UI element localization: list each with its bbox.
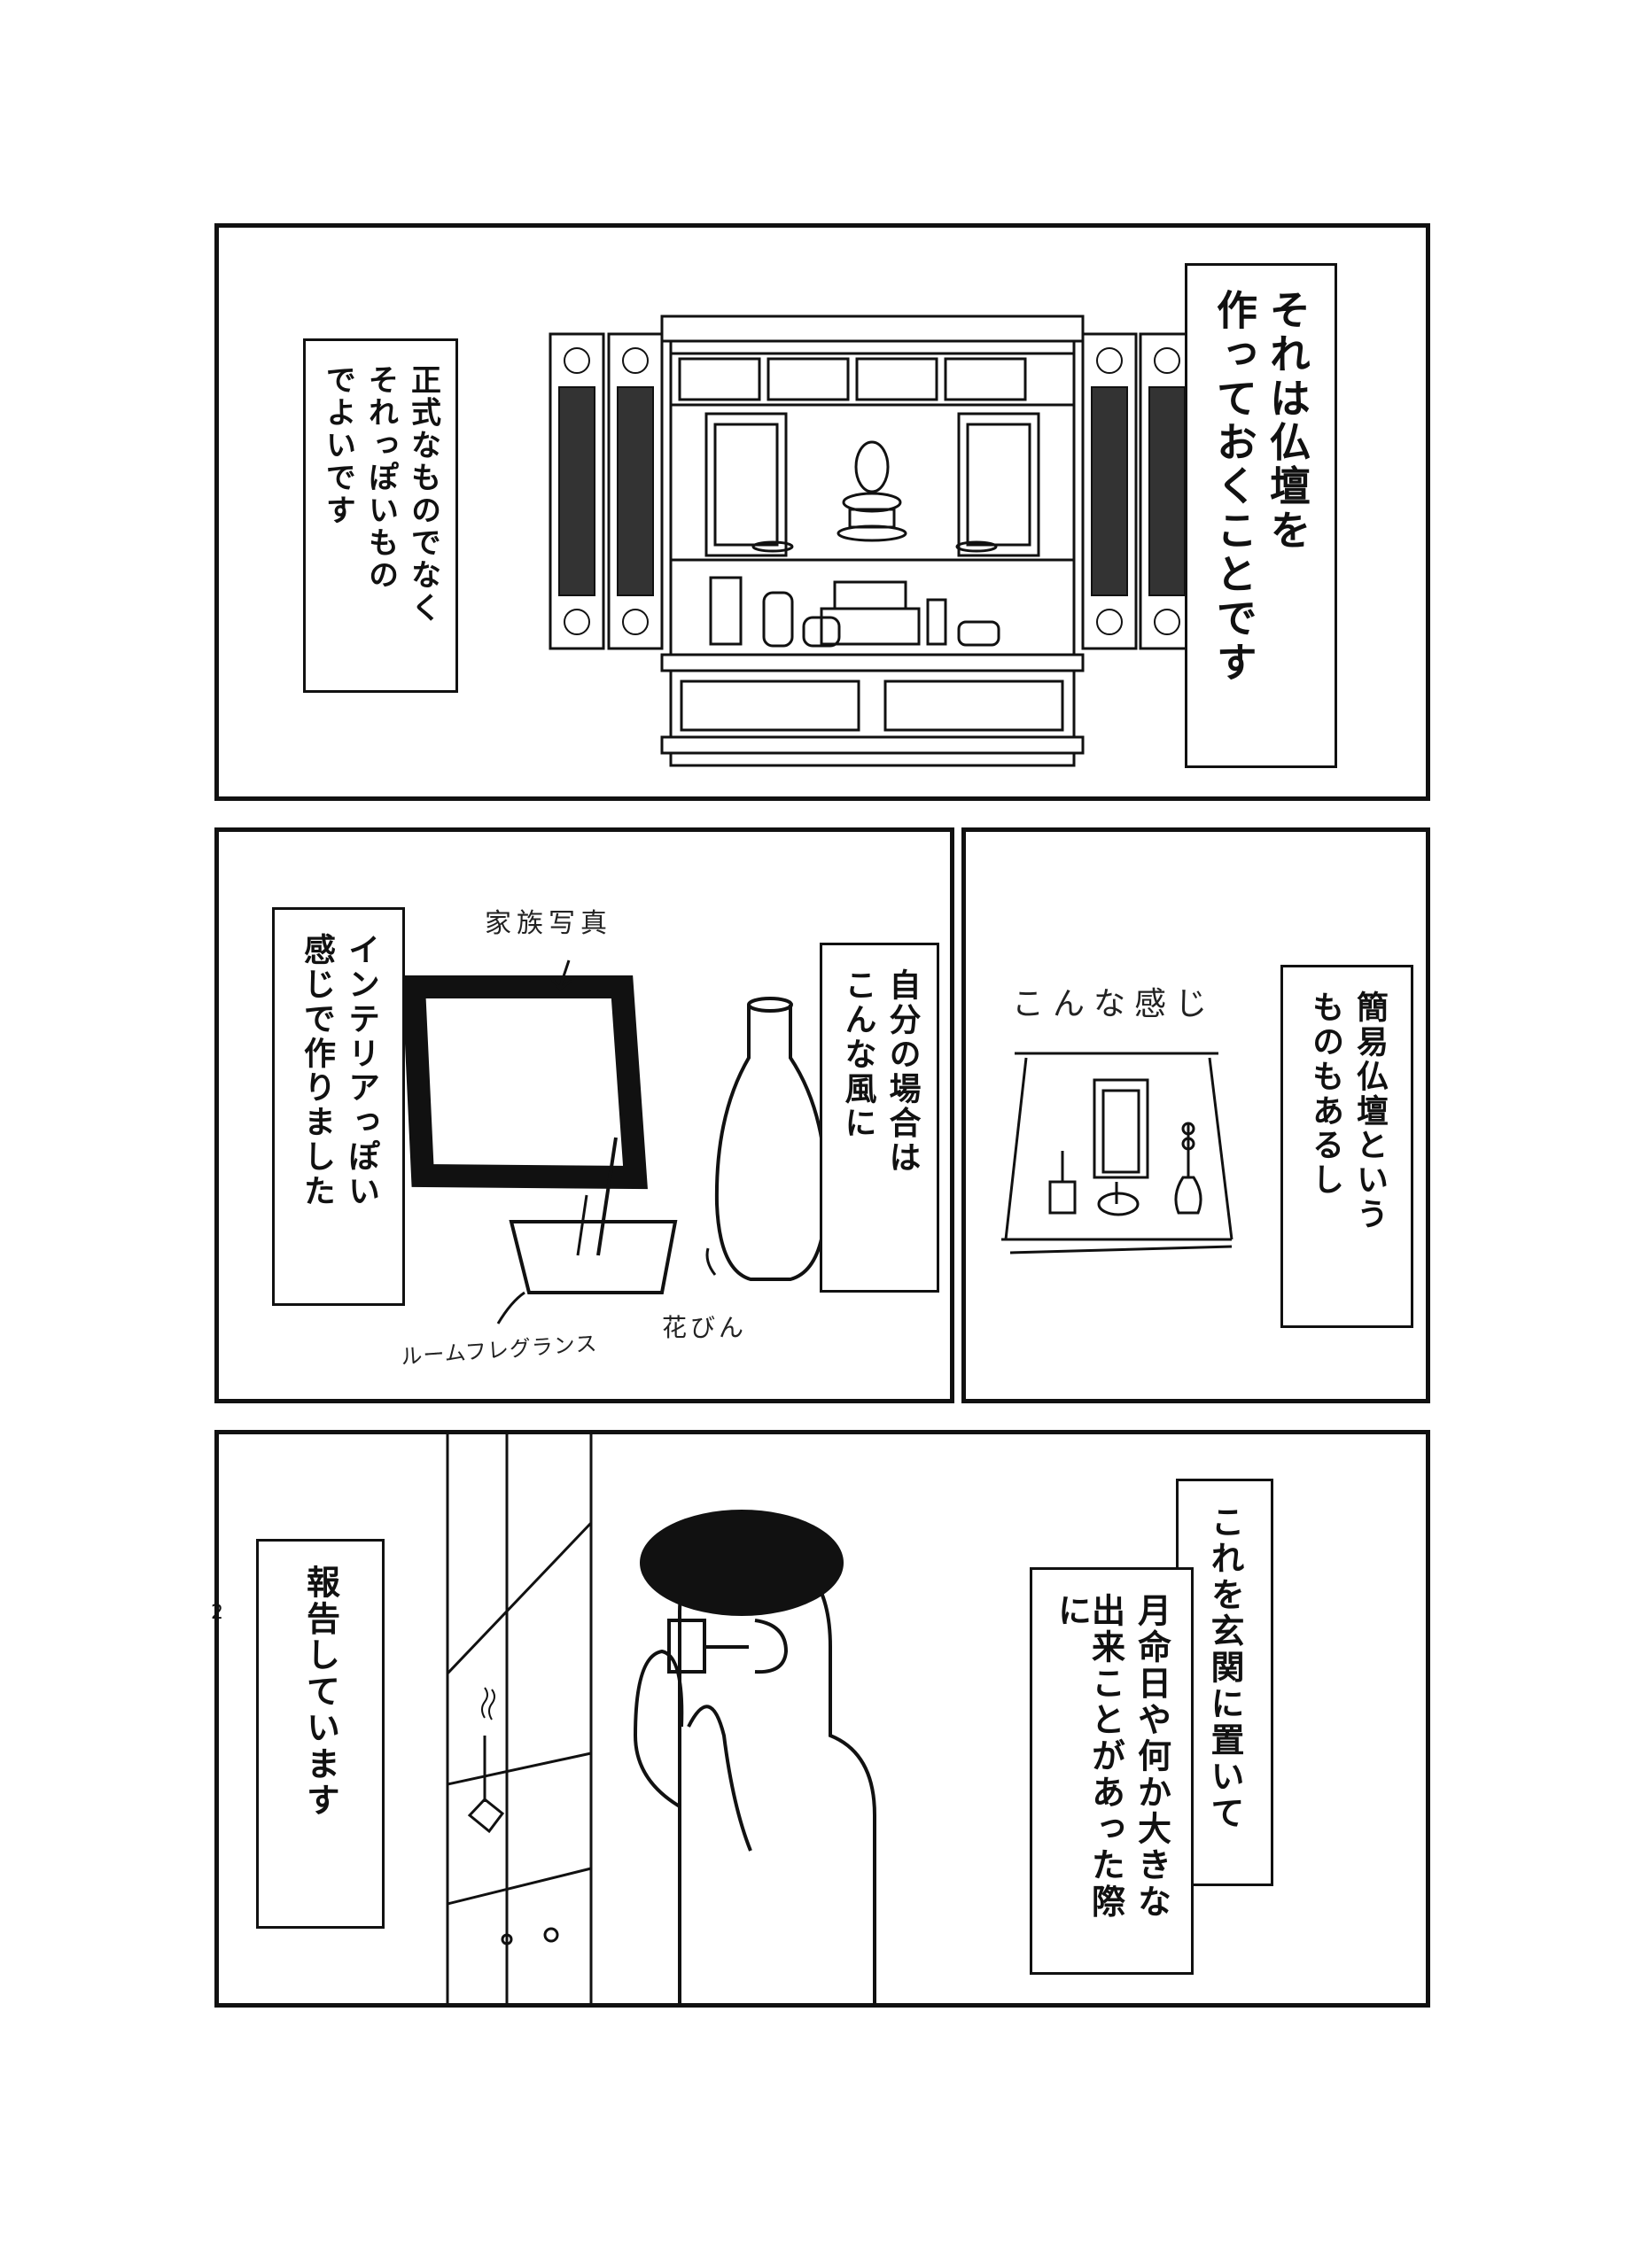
panel-simple-altar: こんな感じ 簡易仏壇という ものもあるし (961, 827, 1430, 1403)
caption-report: 報告しています (256, 1539, 385, 1929)
caption-line: でよいです (320, 364, 356, 527)
caption-line: 簡易仏壇という (1351, 990, 1388, 1232)
caption-line: 出来ことがあった際に (1052, 1593, 1125, 1921)
panel-entrance: 報告しています これを玄関に置いて 月命日や何か大きな 出来ことがあった際に (214, 1430, 1430, 2008)
panel-my-altar: 家族写真 ルームフレグランス 花びん インテリアっぽい 感じで作りました 自分の… (214, 827, 954, 1403)
caption-line: 正式なものでなく (405, 364, 441, 625)
caption-simple-altar: 簡易仏壇という ものもあるし (1280, 965, 1413, 1328)
caption-line: 感じで作りました (299, 933, 335, 1209)
entrance-illustration (446, 1434, 876, 2003)
caption-line: 自分の場合は (883, 968, 921, 1176)
caption-line: これを玄関に置いて (1205, 1504, 1244, 1832)
caption-line: 月命日や何か大きな (1132, 1593, 1171, 1921)
caption-main: それは仏壇を 作っておくことです (1185, 263, 1337, 768)
caption-line: こんな風に (839, 968, 876, 1141)
page-number: 2 (211, 1602, 223, 1624)
caption-line: それっぽいもの (362, 364, 399, 593)
panel-butsudan: それは仏壇を 作っておくことです 正式なものでなく それっぽいもの でよいです (214, 223, 1430, 801)
label-like-this: こんな感じ (1012, 986, 1217, 1022)
caption-interior: インテリアっぽい 感じで作りました (272, 907, 405, 1306)
caption-occasions: 月命日や何か大きな 出来ことがあった際に (1030, 1567, 1194, 1975)
caption-line: ものもあるし (1307, 990, 1343, 1198)
caption-line: 作っておくことです (1210, 289, 1258, 686)
simple-altar-sketch (1001, 1052, 1233, 1254)
caption-line: それは仏壇を (1264, 289, 1311, 554)
caption-line: 報告しています (300, 1565, 340, 1820)
caption-my-case: 自分の場合は こんな風に (820, 943, 939, 1293)
label-vase: 花びん (662, 1313, 748, 1342)
caption-line: インテリアっぽい (343, 933, 379, 1209)
butsudan-illustration (549, 315, 1195, 767)
caption-sub: 正式なものでなく それっぽいもの でよいです (303, 338, 458, 693)
label-family-photo: 家族写真 (485, 908, 612, 939)
